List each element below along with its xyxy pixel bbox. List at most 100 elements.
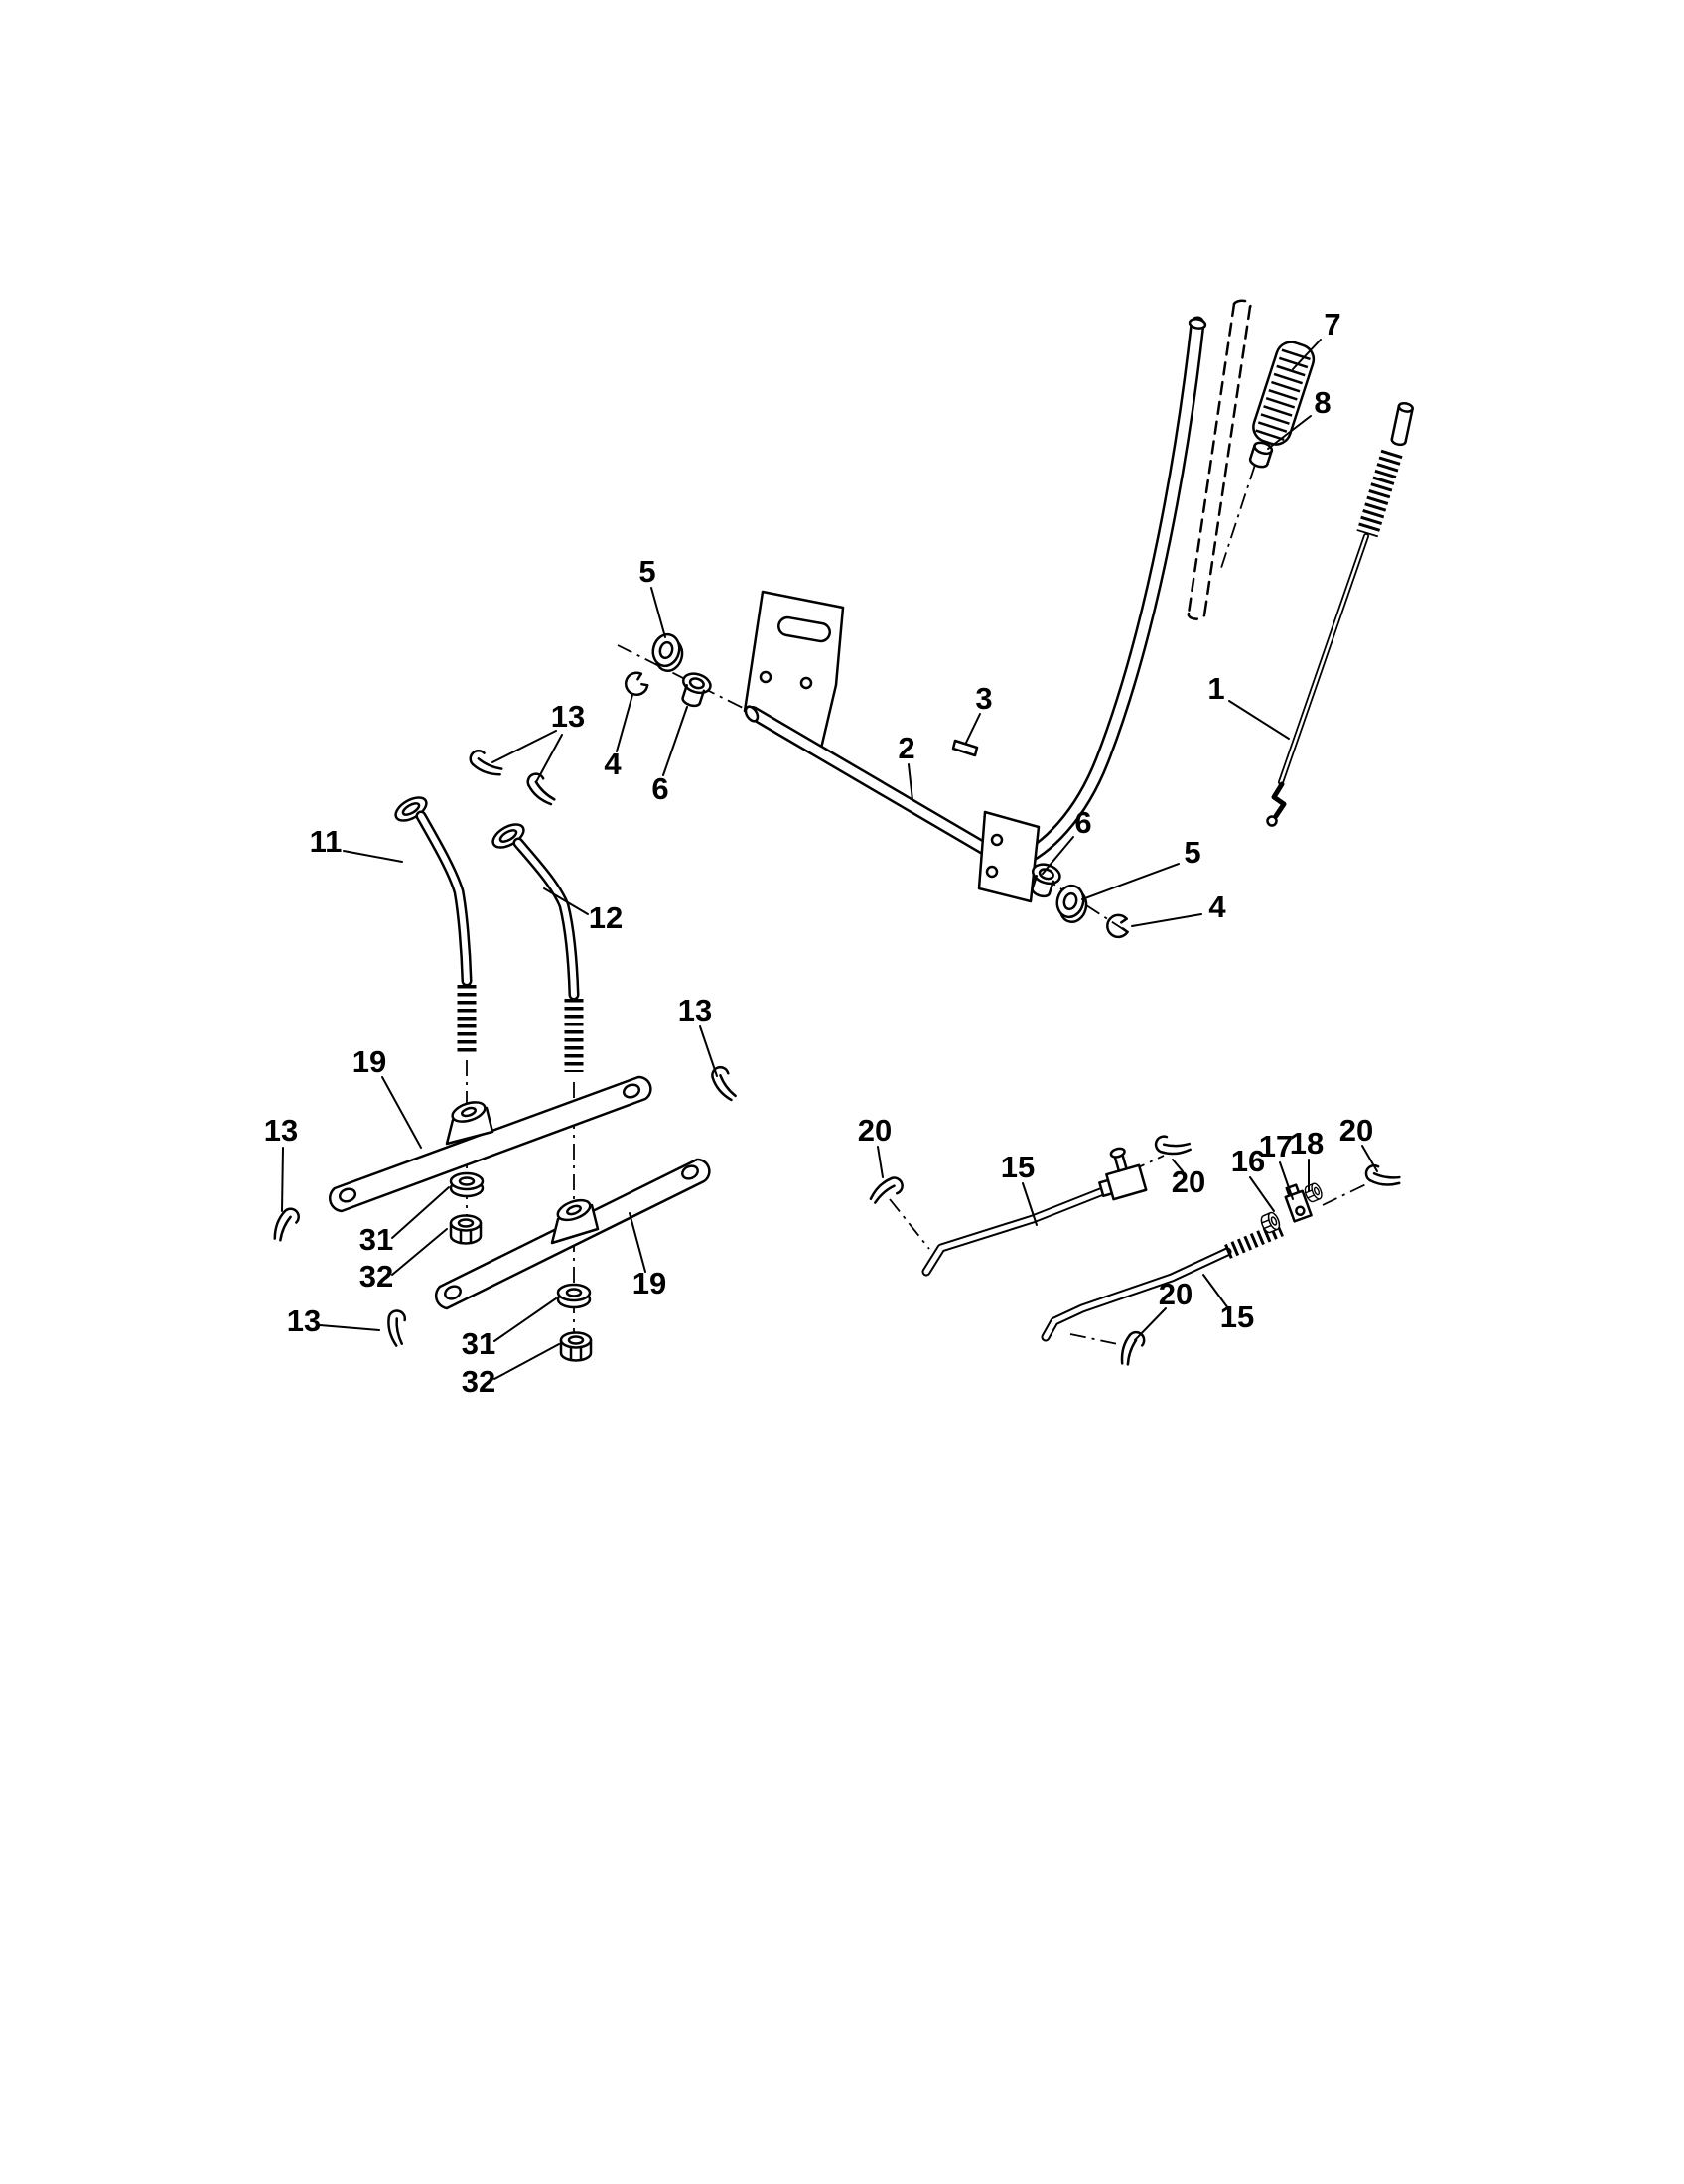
bracket-hole — [799, 676, 813, 690]
lift-link-12 — [491, 823, 584, 1072]
callout-15: 15 — [1001, 1150, 1035, 1184]
axis-trunnion-clip — [1322, 1182, 1369, 1206]
link-rod-core — [418, 813, 470, 984]
leader-line — [343, 850, 403, 863]
retainer-clip-13 — [267, 1205, 305, 1243]
leader-lines — [281, 339, 1378, 1380]
leader-line — [319, 1324, 380, 1331]
nut-16 — [1258, 1210, 1283, 1235]
nut-32 — [559, 1331, 593, 1362]
bearing-6 — [675, 669, 715, 711]
clevis-hole — [985, 865, 999, 879]
bearing-washer-31 — [556, 1283, 592, 1309]
leader-line — [699, 1025, 718, 1077]
leader-line — [381, 1076, 422, 1149]
leader-line — [650, 587, 666, 638]
callout-17: 17 — [1259, 1129, 1293, 1163]
callout-2: 2 — [898, 731, 914, 765]
retainer-clip-13 — [375, 1305, 419, 1349]
lever-top-end — [1188, 318, 1207, 330]
arm-hole — [444, 1285, 462, 1300]
arm-hole — [338, 1187, 357, 1203]
lift-arm-lower — [434, 1158, 711, 1310]
callout-20: 20 — [1159, 1277, 1193, 1311]
grip-body — [1252, 341, 1316, 446]
lift-link-11 — [394, 796, 477, 1054]
retainer-clip-20 — [869, 1172, 906, 1208]
callout-16: 16 — [1231, 1144, 1265, 1178]
leader-line — [616, 694, 633, 752]
bearing-washer-31 — [449, 1171, 485, 1198]
callout-13: 13 — [287, 1303, 321, 1338]
arm-hub-hole — [461, 1106, 477, 1118]
callout-31: 31 — [359, 1222, 393, 1257]
leader-line — [629, 1212, 646, 1273]
leader-line — [1081, 863, 1180, 900]
lever-alt-edge — [1187, 302, 1236, 615]
arm-hole — [681, 1164, 699, 1180]
callout-20: 20 — [1172, 1164, 1205, 1199]
axis-rod-clip — [889, 1198, 930, 1250]
retainer-clip-20 — [1112, 1328, 1152, 1368]
arm-hole — [622, 1083, 641, 1099]
axis-grip — [1220, 464, 1256, 569]
lever-bar-core — [1012, 319, 1202, 867]
rod-bar-core — [1043, 1249, 1230, 1340]
leader-line — [493, 1297, 557, 1342]
leader-line — [1022, 1182, 1038, 1226]
retainer-clip-13 — [705, 1064, 744, 1102]
callout-32: 32 — [462, 1364, 495, 1399]
clevis-plate — [977, 810, 1041, 903]
lever-alt-position — [1187, 299, 1252, 620]
leader-line — [1202, 1274, 1229, 1309]
leader-line — [491, 730, 557, 763]
arm-hub-top — [556, 1198, 592, 1222]
callout-6: 6 — [651, 771, 668, 806]
leader-line — [662, 706, 688, 776]
callout-20: 20 — [1339, 1113, 1373, 1148]
retainer-clip-20 — [1361, 1155, 1404, 1197]
lift-lever — [1009, 316, 1207, 870]
lever-alt-edge — [1202, 305, 1252, 617]
leader-line — [908, 763, 913, 801]
leader-line — [1042, 836, 1074, 875]
callout-5: 5 — [638, 554, 655, 589]
callout-5: 5 — [1184, 835, 1200, 870]
bracket-plate — [743, 590, 845, 754]
callout-32: 32 — [359, 1259, 393, 1294]
leader-line — [1228, 700, 1290, 740]
cable-end-fitting — [1271, 781, 1287, 819]
callout-7: 7 — [1324, 307, 1340, 341]
roll-pin — [951, 739, 979, 757]
washer-5 — [647, 629, 688, 675]
cable-cap — [1390, 401, 1414, 447]
retainer-clip-4 — [621, 668, 651, 700]
leader-line — [965, 713, 981, 744]
lever-alt-top — [1232, 299, 1252, 309]
bracket-hole — [759, 670, 772, 684]
axis-left-hardware — [617, 644, 746, 710]
leader-line — [535, 734, 563, 783]
leader-line — [493, 1343, 560, 1380]
lift-shaft — [744, 705, 1004, 863]
leader-line — [281, 1147, 284, 1212]
callout-15: 15 — [1220, 1299, 1254, 1334]
callout-31: 31 — [462, 1326, 495, 1361]
leader-line — [1279, 1161, 1294, 1200]
callout-13: 13 — [551, 699, 585, 734]
callout-20: 20 — [858, 1113, 892, 1148]
leader-line — [1249, 1176, 1275, 1212]
leader-line — [1361, 1145, 1378, 1172]
shaft-end — [744, 705, 760, 723]
ferrule — [1248, 441, 1274, 469]
cable-spring — [1356, 449, 1403, 538]
lift-arm-upper — [328, 1075, 652, 1213]
arm-hub-hole — [566, 1204, 582, 1216]
link-rod-core — [515, 840, 577, 998]
arm-hub-top — [451, 1101, 487, 1123]
callout-3: 3 — [975, 681, 992, 716]
leader-line — [1292, 339, 1322, 370]
cable-end-ball — [1266, 815, 1278, 827]
